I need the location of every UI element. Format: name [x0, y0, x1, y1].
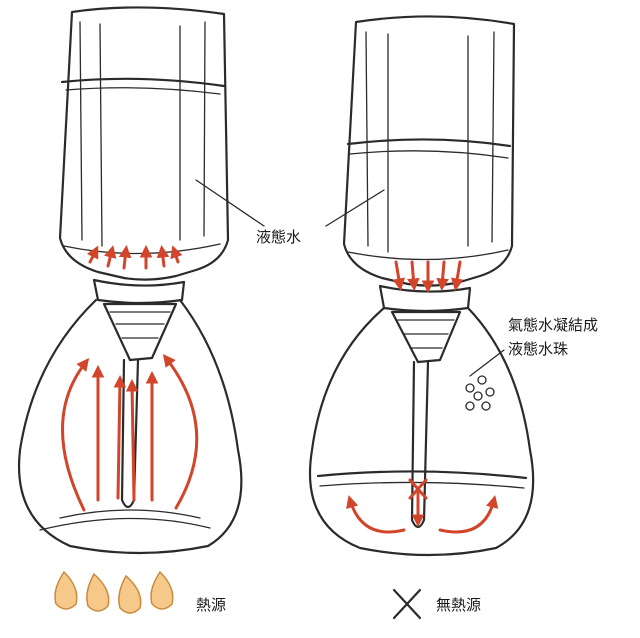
- right-neck: [378, 284, 472, 529]
- left-lower-bulb: [18, 298, 243, 555]
- leader-lines: [195, 179, 505, 377]
- label-condensation-line1: 氣態水凝結成: [508, 316, 598, 334]
- left-lower-arrows: [61, 354, 199, 512]
- flames: [54, 570, 174, 614]
- water-droplet-icon: [465, 375, 495, 411]
- right-lower-arrows: [346, 478, 499, 534]
- right-siphon: [308, 15, 535, 557]
- left-siphon: [18, 6, 243, 555]
- right-lower-bulb: [308, 306, 535, 557]
- left-upper-arrows: [86, 244, 183, 270]
- label-liquid-water: 液態水: [256, 228, 301, 246]
- flame-icon: [86, 572, 110, 612]
- flame-icon: [54, 570, 78, 610]
- left-neck: [92, 278, 186, 509]
- cross-icon: [392, 588, 422, 620]
- flame-icon: [150, 570, 174, 610]
- left-upper-chamber: [58, 6, 230, 281]
- label-no-heat-source: 無熱源: [436, 596, 481, 614]
- label-heat-source: 熱源: [196, 596, 226, 614]
- right-upper-chamber: [342, 15, 516, 287]
- flame-icon: [118, 574, 142, 614]
- label-condensation-line2: 液態水珠: [508, 340, 568, 358]
- right-upper-arrows: [392, 260, 464, 294]
